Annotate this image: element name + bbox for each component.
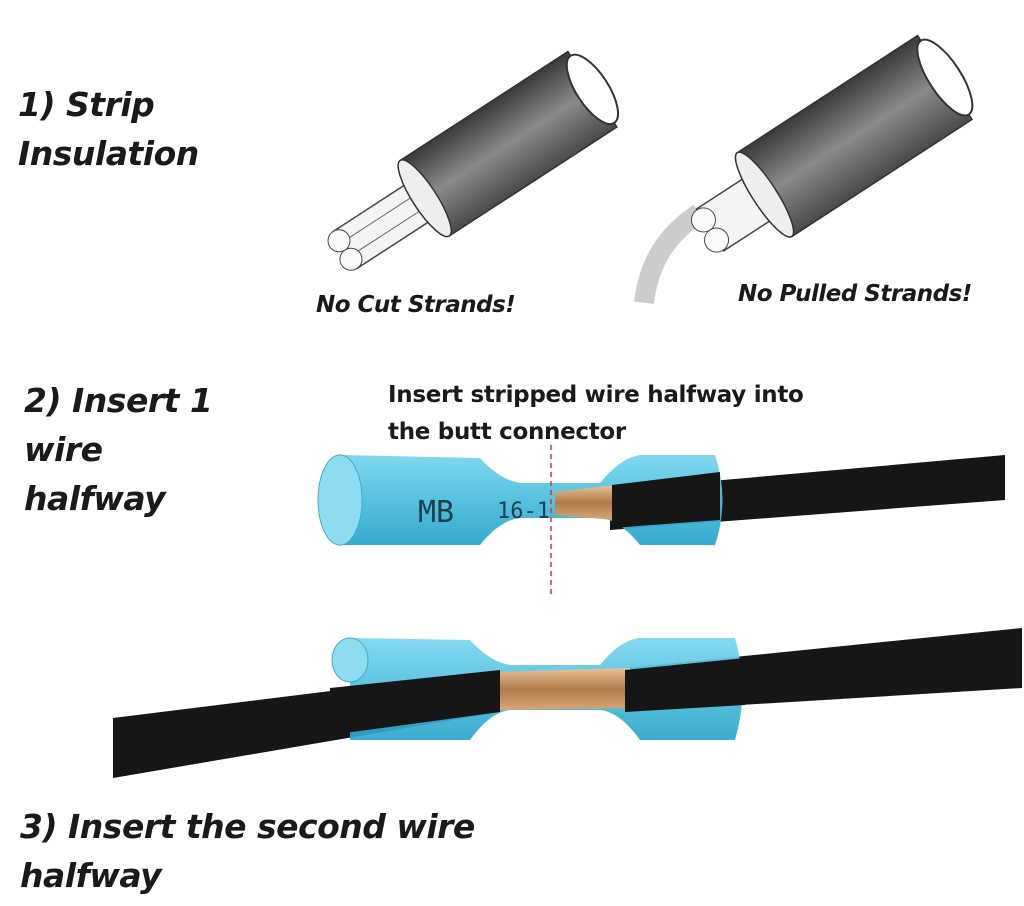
caption-line-1: Insert stripped wire halfway into [388,382,804,408]
note-no-cut-strands: No Cut Strands! [316,292,516,318]
step-3-line-2: halfway [20,856,162,895]
cable-no-cut-strands [327,50,619,271]
caption-line-2: the butt connector [388,419,626,445]
butt-connector-one-wire: MB 16-1 [317,445,1005,598]
step-1-title: 1) Strip Insulation [18,80,199,178]
step-3-title: 3) Insert the second wire halfway [20,802,475,900]
step-2-line-3: halfway [24,479,166,518]
step-1-line-2: Insulation [18,134,199,173]
butt-connector-two-wires [113,628,1022,778]
svg-text:16-1: 16-1 [497,499,550,524]
svg-text:MB: MB [418,495,454,530]
step-2-line-2: wire [24,430,103,469]
step-3-line-1: 3) Insert the second wire [20,807,475,846]
note-no-pulled-strands: No Pulled Strands! [738,281,972,307]
cable-no-pulled-strands [634,34,974,305]
step-2-line-1: 2) Insert 1 [24,381,213,420]
step-2-caption: Insert stripped wire halfway into the bu… [388,377,804,451]
step-2-title: 2) Insert 1 wire halfway [24,376,213,523]
step-1-line-1: 1) Strip [18,85,155,124]
